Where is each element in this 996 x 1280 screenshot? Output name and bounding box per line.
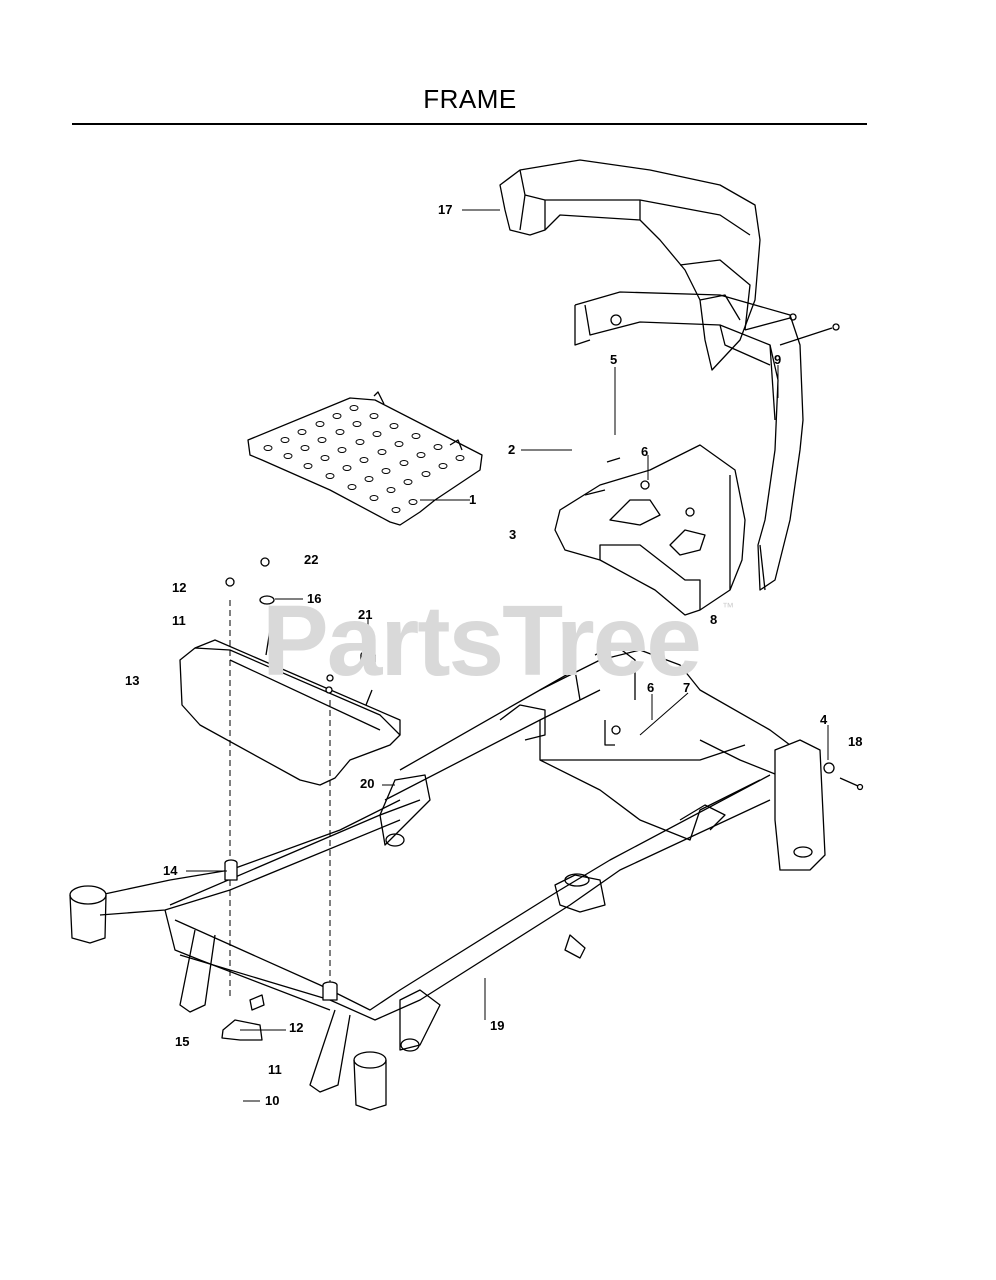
- callout-12-upper: 12: [172, 580, 187, 595]
- callout-14: 14: [163, 863, 178, 878]
- callout-9: 9: [774, 352, 782, 367]
- callout-13: 13: [125, 673, 140, 688]
- callout-10: 10: [265, 1093, 280, 1108]
- callout-4: 4: [820, 712, 828, 727]
- callout-19: 19: [490, 1018, 505, 1033]
- assembly-guide-lines: [229, 600, 331, 1000]
- callout-1: 1: [469, 492, 477, 507]
- page-title: FRAME: [423, 84, 517, 114]
- watermark-trademark: ™: [722, 600, 734, 614]
- callout-17: 17: [438, 202, 453, 217]
- callout-21: 21: [358, 607, 373, 622]
- callout-3: 3: [509, 527, 517, 542]
- callout-16: 16: [307, 591, 322, 606]
- callout-8: 8: [710, 612, 718, 627]
- callout-15: 15: [175, 1034, 190, 1049]
- hardware-parts: [221, 314, 864, 1041]
- bolts-part-9: [584, 313, 840, 496]
- callout-6-upper: 6: [641, 444, 649, 459]
- callout-7: 7: [683, 680, 691, 695]
- seat-mount-part-3-8: [554, 444, 746, 616]
- leader-lines: [186, 209, 829, 1102]
- title-divider: [72, 123, 867, 125]
- callout-6-lower: 6: [647, 680, 655, 695]
- callout-22: 22: [304, 552, 319, 567]
- callout-20: 20: [360, 776, 375, 791]
- callout-11-upper: 11: [172, 613, 186, 628]
- partstree-watermark: PartsTree: [262, 585, 702, 697]
- callout-5: 5: [610, 352, 618, 367]
- callout-2: 2: [508, 442, 516, 457]
- callout-11-lower: 11: [268, 1062, 282, 1077]
- floor-plate-part-1: [247, 391, 483, 526]
- callout-12-lower: 12: [289, 1020, 304, 1035]
- callout-18: 18: [848, 734, 863, 749]
- rear-cover-part-17: [499, 159, 761, 371]
